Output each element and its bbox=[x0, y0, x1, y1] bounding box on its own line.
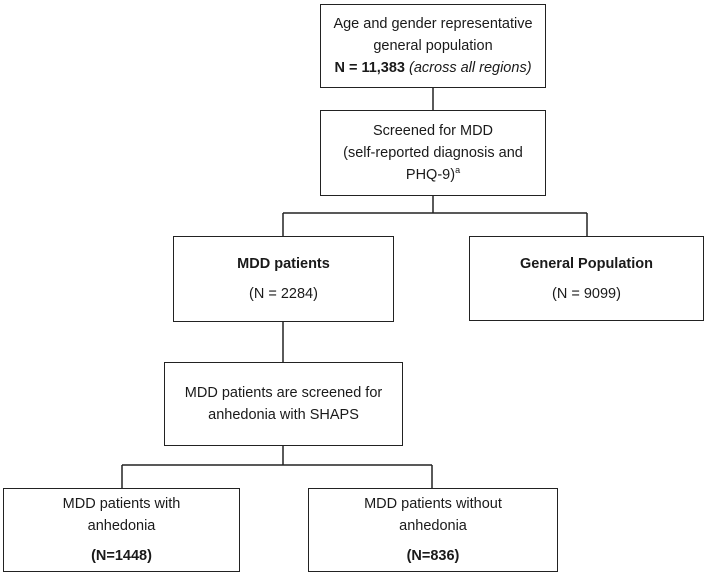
with-anhedonia-line1: MDD patients with bbox=[62, 496, 181, 512]
screened-line3-wrap: PHQ-9)a bbox=[406, 164, 460, 186]
general-population-title: General Population bbox=[520, 255, 653, 272]
anhedonia-screen-line2: anhedonia with SHAPS bbox=[208, 407, 359, 423]
footnote-mark: a bbox=[455, 165, 461, 176]
general-population-box: General Population (N = 9099) bbox=[469, 236, 704, 321]
without-anhedonia-line2: anhedonia bbox=[399, 518, 467, 534]
with-anhedonia-n: (N=1448) bbox=[91, 548, 152, 564]
general-population-n: (N = 9099) bbox=[552, 285, 621, 302]
with-anhedonia-box: MDD patients with anhedonia (N=1448) bbox=[3, 488, 240, 572]
mdd-patients-title: MDD patients bbox=[237, 256, 330, 272]
without-anhedonia-box: MDD patients without anhedonia (N=836) bbox=[308, 488, 558, 572]
screened-line2: (self-reported diagnosis and bbox=[343, 145, 523, 161]
with-anhedonia-line2: anhedonia bbox=[87, 518, 156, 534]
mdd-patients-box: MDD patients (N = 2284) bbox=[173, 236, 394, 322]
population-box: Age and gender representative general po… bbox=[320, 4, 546, 88]
screened-line3: PHQ-9) bbox=[405, 167, 456, 183]
population-n: N = 11,383 bbox=[334, 60, 405, 76]
population-line1: Age and gender representative bbox=[333, 16, 533, 32]
population-count: N = 11,383 (across all regions) bbox=[334, 57, 531, 79]
without-anhedonia-n: (N=836) bbox=[406, 548, 460, 564]
anhedonia-screen-line1: MDD patients are screened for bbox=[184, 385, 383, 401]
population-line2: general population bbox=[373, 38, 493, 54]
anhedonia-screen-box: MDD patients are screened for anhedonia … bbox=[164, 362, 403, 446]
without-anhedonia-line1: MDD patients without bbox=[364, 496, 502, 512]
mdd-patients-n: (N = 2284) bbox=[249, 286, 318, 302]
population-regions: (across all regions) bbox=[409, 60, 532, 76]
screened-box: Screened for MDD (self-reported diagnosi… bbox=[320, 110, 546, 196]
screened-line1: Screened for MDD bbox=[372, 123, 494, 139]
